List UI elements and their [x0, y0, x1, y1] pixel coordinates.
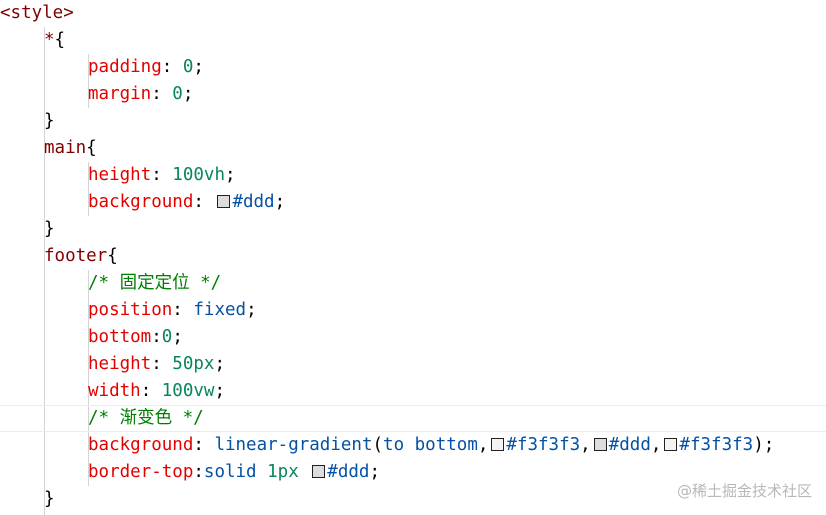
code-line[interactable]: <style>	[0, 0, 826, 27]
indent-guide-2	[88, 54, 89, 108]
property-token: position	[88, 300, 173, 320]
punctuation-token: ;	[274, 192, 286, 212]
code-line[interactable]: position: fixed;	[0, 297, 826, 324]
punctuation-token: ;	[369, 462, 380, 482]
property-token: border-top	[88, 462, 194, 482]
punctuation-token: :	[151, 354, 173, 374]
punctuation-token	[299, 462, 310, 482]
number-token: 0	[182, 57, 194, 77]
brace-token: {	[86, 138, 97, 158]
color-swatch-icon[interactable]	[593, 438, 607, 451]
value-token: linear-gradient	[214, 435, 373, 455]
indent-guide-1	[44, 27, 45, 515]
selector-token: footer	[44, 246, 108, 266]
comment-token: /* 固定定位 */	[88, 273, 222, 293]
code-line[interactable]: padding: 0;	[0, 54, 826, 81]
code-line[interactable]: /* 渐变色 */	[0, 405, 826, 432]
code-line[interactable]: }	[0, 216, 826, 243]
punctuation-token: );	[753, 435, 775, 455]
code-line[interactable]: main{	[0, 135, 826, 162]
number-token: 1px	[267, 462, 299, 482]
code-line[interactable]: }	[0, 108, 826, 135]
punctuation-token: :	[151, 327, 162, 347]
code-line[interactable]: }	[0, 486, 826, 513]
value-token: solid	[203, 462, 257, 482]
punctuation-token: (	[372, 435, 384, 455]
code-line[interactable]: background: #ddd;	[0, 189, 826, 216]
watermark: @稀土掘金技术社区	[676, 482, 812, 500]
punctuation-token: :	[161, 57, 183, 77]
property-token: background	[88, 192, 194, 212]
selector-token: *	[44, 30, 55, 50]
punctuation-token: :	[140, 381, 162, 401]
punctuation-token: :	[193, 435, 215, 455]
code-line[interactable]: *{	[0, 27, 826, 54]
value-token: #f3f3f3	[506, 435, 581, 455]
value-token: to bottom	[383, 435, 478, 455]
punctuation-token: ,	[650, 435, 662, 455]
code-line[interactable]: margin: 0;	[0, 81, 826, 108]
punctuation-token: :	[151, 165, 173, 185]
color-swatch-icon[interactable]	[491, 438, 505, 451]
code-line[interactable]: /* 固定定位 */	[0, 270, 826, 297]
punctuation-token: ;	[214, 381, 225, 401]
code-line[interactable]: background: linear-gradient(to bottom,#f…	[0, 432, 826, 459]
punctuation-token	[257, 462, 268, 482]
punctuation-token: ;	[214, 354, 225, 374]
punctuation-token: ,	[580, 435, 591, 455]
code-line[interactable]: height: 50px;	[0, 351, 826, 378]
property-token: bottom	[88, 327, 152, 347]
number-token: 100vw	[161, 381, 215, 401]
color-swatch-icon[interactable]	[312, 465, 326, 478]
code-line[interactable]: border-top:solid 1px #ddd;	[0, 459, 826, 486]
value-token: fixed	[193, 300, 247, 320]
punctuation-token: :	[172, 300, 194, 320]
code-line[interactable]: footer{	[0, 243, 826, 270]
code-line[interactable]: width: 100vw;	[0, 378, 826, 405]
punctuation-token: :	[193, 462, 204, 482]
code-line[interactable]: height: 100vh;	[0, 162, 826, 189]
property-token: padding	[88, 57, 162, 77]
punctuation-token: ;	[193, 57, 204, 77]
indent-guide-4	[88, 270, 89, 486]
value-token: #ddd	[327, 462, 370, 482]
property-token: margin	[88, 84, 152, 104]
value-token: #ddd	[232, 192, 275, 212]
selector-token: main	[44, 138, 87, 158]
tag-token: <style>	[0, 3, 74, 23]
brace-token: {	[54, 30, 66, 50]
punctuation-token: ;	[224, 165, 236, 185]
brace-token: {	[107, 246, 118, 266]
property-token: height	[88, 354, 152, 374]
brace-token: }	[44, 111, 55, 131]
property-token: height	[88, 165, 152, 185]
number-token: 100vh	[172, 165, 225, 185]
comment-token: /* 渐变色 */	[88, 408, 204, 428]
number-token: 0	[161, 327, 173, 347]
brace-token: }	[44, 219, 55, 239]
punctuation-token: ;	[246, 300, 257, 320]
code-line[interactable]: bottom:0;	[0, 324, 826, 351]
punctuation-token: ;	[172, 327, 183, 347]
value-token: #f3f3f3	[679, 435, 754, 455]
number-token: 0	[172, 84, 183, 104]
number-token: 50px	[172, 354, 215, 374]
punctuation-token: ,	[477, 435, 489, 455]
property-token: width	[88, 381, 141, 401]
property-token: background	[88, 435, 194, 455]
punctuation-token: :	[151, 84, 173, 104]
punctuation-token: :	[193, 192, 215, 212]
indent-guide-3	[88, 162, 89, 216]
punctuation-token: ;	[182, 84, 194, 104]
color-swatch-icon[interactable]	[217, 195, 231, 208]
value-token: #ddd	[608, 435, 651, 455]
color-swatch-icon[interactable]	[664, 438, 678, 451]
brace-token: }	[44, 489, 55, 509]
